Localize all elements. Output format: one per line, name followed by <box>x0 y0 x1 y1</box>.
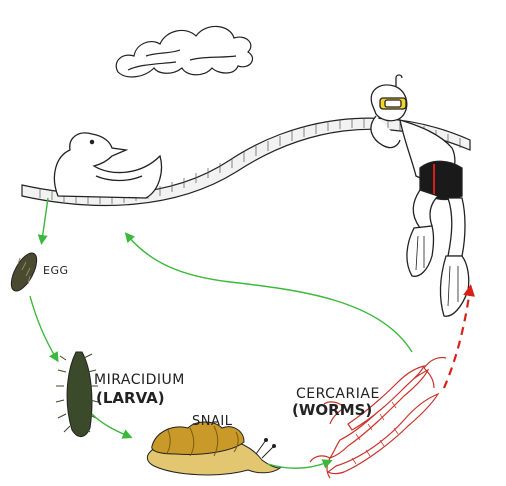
arrow-cercariae-to-duck <box>124 232 413 353</box>
miracidium-icon <box>55 351 99 437</box>
label-egg: EGG <box>43 264 69 277</box>
cloud-icon <box>115 25 253 78</box>
label-cercariae: CERCARIAE <box>296 386 380 402</box>
label-snail: SNAIL <box>192 414 233 429</box>
arrow-miracidium-to-snail <box>91 413 133 439</box>
snail-icon <box>146 421 282 476</box>
swimmer-icon <box>370 74 470 317</box>
cycle-arrows <box>29 197 413 469</box>
label-worms: (WORMS) <box>292 401 373 419</box>
arrow-cercariae-to-swimmer <box>442 284 476 389</box>
arrow-duck-to-egg <box>37 197 49 245</box>
arrow-egg-to-miracidium <box>29 295 59 363</box>
duck-icon <box>53 132 163 199</box>
label-larva: (LARVA) <box>96 389 165 407</box>
label-miracidium: MIRACIDIUM <box>94 372 185 388</box>
cercariae-icon <box>309 356 447 479</box>
arrow-snail-to-cercariae <box>267 459 333 469</box>
egg-icon <box>10 252 38 292</box>
